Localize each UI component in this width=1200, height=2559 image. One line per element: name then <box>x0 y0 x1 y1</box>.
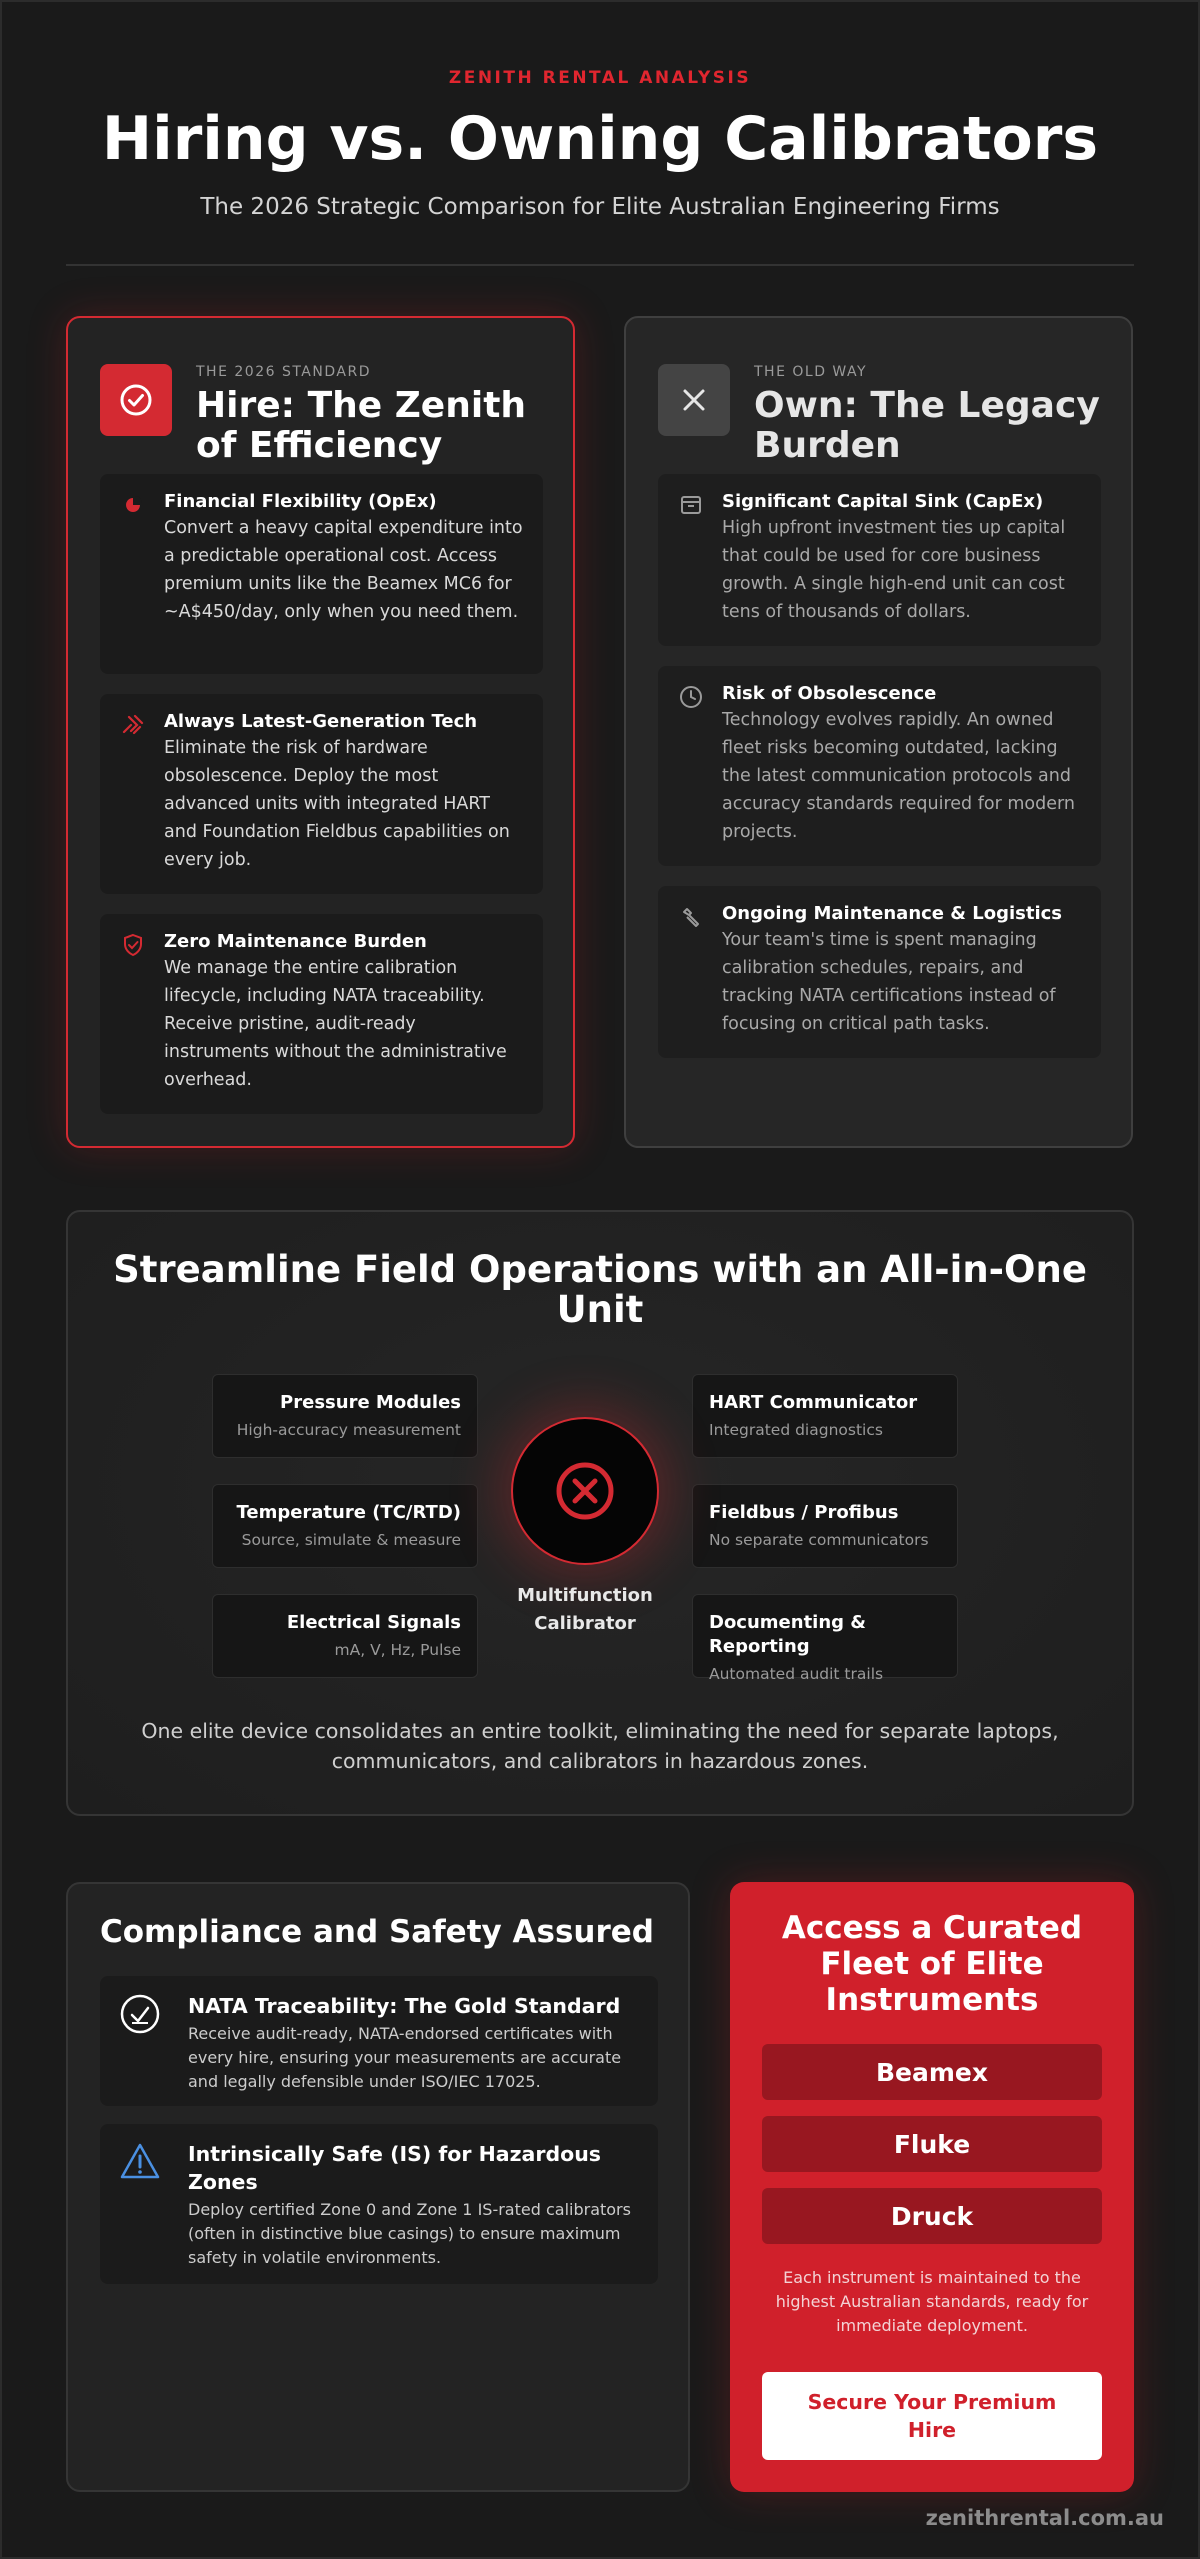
compliance-item-title: NATA Traceability: The Gold Standard <box>188 1994 621 2018</box>
own-feature-maintenance: Ongoing Maintenance & Logistics Your tea… <box>658 886 1101 1058</box>
warning-triangle-icon <box>118 2140 162 2184</box>
feature-desc: Your team's time is spent managing calib… <box>722 930 1056 1034</box>
compliance-intrinsically-safe: Intrinsically Safe (IS) for Hazardous Zo… <box>100 2124 658 2284</box>
own-card-header: THE OLD WAY Own: The Legacy Burden <box>658 350 1111 466</box>
own-feature-obsolescence: Risk of Obsolescence Technology evolves … <box>658 666 1101 866</box>
capability-hart: HART Communicator Integrated diagnostics <box>692 1374 958 1458</box>
fleet-title: Access a Curated Fleet of Elite Instrume… <box>781 1910 1083 2018</box>
hire-feature-maintenance: Zero Maintenance Burden We manage the en… <box>100 914 543 1114</box>
certified-check-icon <box>118 1992 162 2036</box>
feature-desc: Technology evolves rapidly. An owned fle… <box>722 710 1075 842</box>
hub-label: Multifunction Calibrator <box>517 1585 653 1634</box>
hire-card: THE 2026 STANDARD Hire: The Zenith of Ef… <box>66 316 575 1148</box>
feature-desc: Eliminate the risk of hardware obsolesce… <box>164 738 510 870</box>
feature-title: Risk of Obsolescence <box>722 683 937 704</box>
pie-chart-icon <box>120 492 146 518</box>
secure-hire-button[interactable]: Secure Your Premium Hire <box>762 2372 1102 2460</box>
feature-title: Significant Capital Sink (CapEx) <box>722 491 1044 512</box>
capability-title: Temperature (TC/RTD) <box>236 1502 461 1523</box>
feature-desc: We manage the entire calibration lifecyc… <box>164 958 507 1090</box>
hire-card-header: THE 2026 STANDARD Hire: The Zenith of Ef… <box>100 350 553 466</box>
page-subtitle: The 2026 Strategic Comparison for Elite … <box>200 194 1000 220</box>
compliance-item-title: Intrinsically Safe (IS) for Hazardous Zo… <box>188 2142 602 2194</box>
hire-feature-tech: Always Latest-Generation Tech Eliminate … <box>100 694 543 894</box>
shield-check-icon <box>120 932 146 958</box>
own-card: THE OLD WAY Own: The Legacy Burden Signi… <box>624 316 1133 1148</box>
own-title: Own: The Legacy Burden <box>754 385 1100 466</box>
compliance-item-desc: Receive audit-ready, NATA-endorsed certi… <box>188 2024 622 2091</box>
check-circle-icon <box>100 364 172 436</box>
brand-fluke[interactable]: Fluke <box>762 2116 1102 2172</box>
capability-electrical: Electrical Signals mA, V, Hz, Pulse <box>212 1594 478 1678</box>
capability-pressure: Pressure Modules High-accuracy measureme… <box>212 1374 478 1458</box>
fleet-section: Access a Curated Fleet of Elite Instrume… <box>730 1882 1134 2492</box>
hire-title: Hire: The Zenith of Efficiency <box>196 385 527 466</box>
ops-footer-text: One elite device consolidates an entire … <box>141 1719 1059 1773</box>
compliance-section: Compliance and Safety Assured NATA Trace… <box>66 1882 690 2492</box>
feature-title: Financial Flexibility (OpEx) <box>164 491 437 512</box>
calibrator-hub <box>511 1417 659 1565</box>
site-url[interactable]: zenithrental.com.au <box>925 2506 1164 2530</box>
capability-title: Pressure Modules <box>280 1392 461 1413</box>
capability-sub: Source, simulate & measure <box>241 1531 461 1549</box>
feature-desc: Convert a heavy capital expenditure into… <box>164 518 523 622</box>
brand-druck[interactable]: Druck <box>762 2188 1102 2244</box>
capability-sub: No separate communicators <box>709 1531 929 1549</box>
capability-fieldbus: Fieldbus / Profibus No separate communic… <box>692 1484 958 1568</box>
compliance-nata: NATA Traceability: The Gold Standard Rec… <box>100 1976 658 2106</box>
page-title: Hiring vs. Owning Calibrators <box>101 104 1099 174</box>
capability-sub: mA, V, Hz, Pulse <box>334 1641 461 1659</box>
feature-title: Always Latest-Generation Tech <box>164 711 478 732</box>
clock-icon <box>678 684 704 710</box>
capability-sub: High-accuracy measurement <box>236 1421 461 1439</box>
compliance-item-desc: Deploy certified Zone 0 and Zone 1 IS-ra… <box>188 2200 631 2267</box>
feature-title: Zero Maintenance Burden <box>164 931 427 952</box>
own-kicker: THE OLD WAY <box>754 364 868 380</box>
capability-title: Documenting & Reporting <box>709 1612 867 1657</box>
eyebrow: ZENITH RENTAL ANALYSIS <box>448 68 752 88</box>
hire-kicker: THE 2026 STANDARD <box>196 364 371 380</box>
x-circle-icon <box>556 1462 614 1520</box>
feature-desc: High upfront investment ties up capital … <box>722 518 1066 622</box>
capability-temperature: Temperature (TC/RTD) Source, simulate & … <box>212 1484 478 1568</box>
capability-documenting: Documenting & Reporting Automated audit … <box>692 1594 958 1683</box>
feature-title: Ongoing Maintenance & Logistics <box>722 903 1063 924</box>
own-feature-capex: Significant Capital Sink (CapEx) High up… <box>658 474 1101 646</box>
chip-icon <box>120 712 146 738</box>
capability-title: Fieldbus / Profibus <box>709 1502 899 1523</box>
hire-feature-financial: Financial Flexibility (OpEx) Convert a h… <box>100 474 543 674</box>
fleet-note: Each instrument is maintained to the hig… <box>775 2268 1089 2335</box>
brand-beamex[interactable]: Beamex <box>762 2044 1102 2100</box>
capability-title: Electrical Signals <box>286 1612 461 1633</box>
compliance-title: Compliance and Safety Assured <box>100 1914 654 1950</box>
capability-title: HART Communicator <box>709 1392 918 1413</box>
ops-title: Streamline Field Operations with an All-… <box>113 1248 1087 1331</box>
capability-sub: Integrated diagnostics <box>709 1421 883 1439</box>
divider <box>66 264 1134 266</box>
field-operations-section: Streamline Field Operations with an All-… <box>66 1210 1134 1816</box>
x-icon <box>658 364 730 436</box>
capability-sub: Automated audit trails <box>709 1665 884 1683</box>
wrench-icon <box>678 904 704 930</box>
archive-icon <box>678 492 704 518</box>
